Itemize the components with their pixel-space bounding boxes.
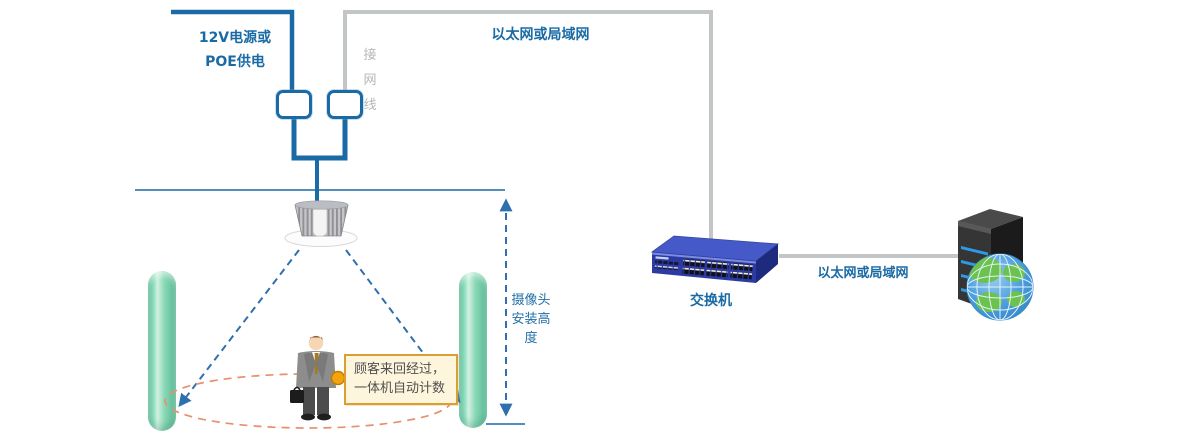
server-icon xyxy=(958,209,1034,321)
network-cable-line xyxy=(343,10,713,248)
power-cable-line xyxy=(171,9,295,92)
lan-right-label: 以太网或局域网 xyxy=(817,266,909,281)
camera-icon xyxy=(284,200,358,247)
height-label: 摄像头 安装高 度 xyxy=(511,293,551,346)
switch-icon xyxy=(650,235,780,283)
power-label-line1: 12V电源或 xyxy=(198,30,272,46)
power-label-line2: POE供电 xyxy=(205,54,265,70)
cable-note-label: 接 网 线 xyxy=(363,48,377,113)
callout-anchor-dot xyxy=(330,370,346,386)
lan-top-label: 以太网或局域网 xyxy=(491,27,590,43)
connector-right xyxy=(327,90,363,119)
callout-box: 顾客来回经过， 一体机自动计数 xyxy=(344,354,458,405)
person-figure xyxy=(290,335,336,421)
fov-line-left xyxy=(178,249,300,408)
connector-join-line xyxy=(291,117,348,206)
callout-line1: 顾客来回经过， xyxy=(354,362,446,377)
callout-line2: 一体机自动计数 xyxy=(354,381,446,396)
switch-label: 交换机 xyxy=(690,293,732,309)
globe-icon xyxy=(966,253,1034,321)
briefcase-icon xyxy=(290,386,304,403)
pillar-right xyxy=(459,272,487,428)
connector-left xyxy=(276,90,312,119)
pillar-left xyxy=(148,271,176,431)
